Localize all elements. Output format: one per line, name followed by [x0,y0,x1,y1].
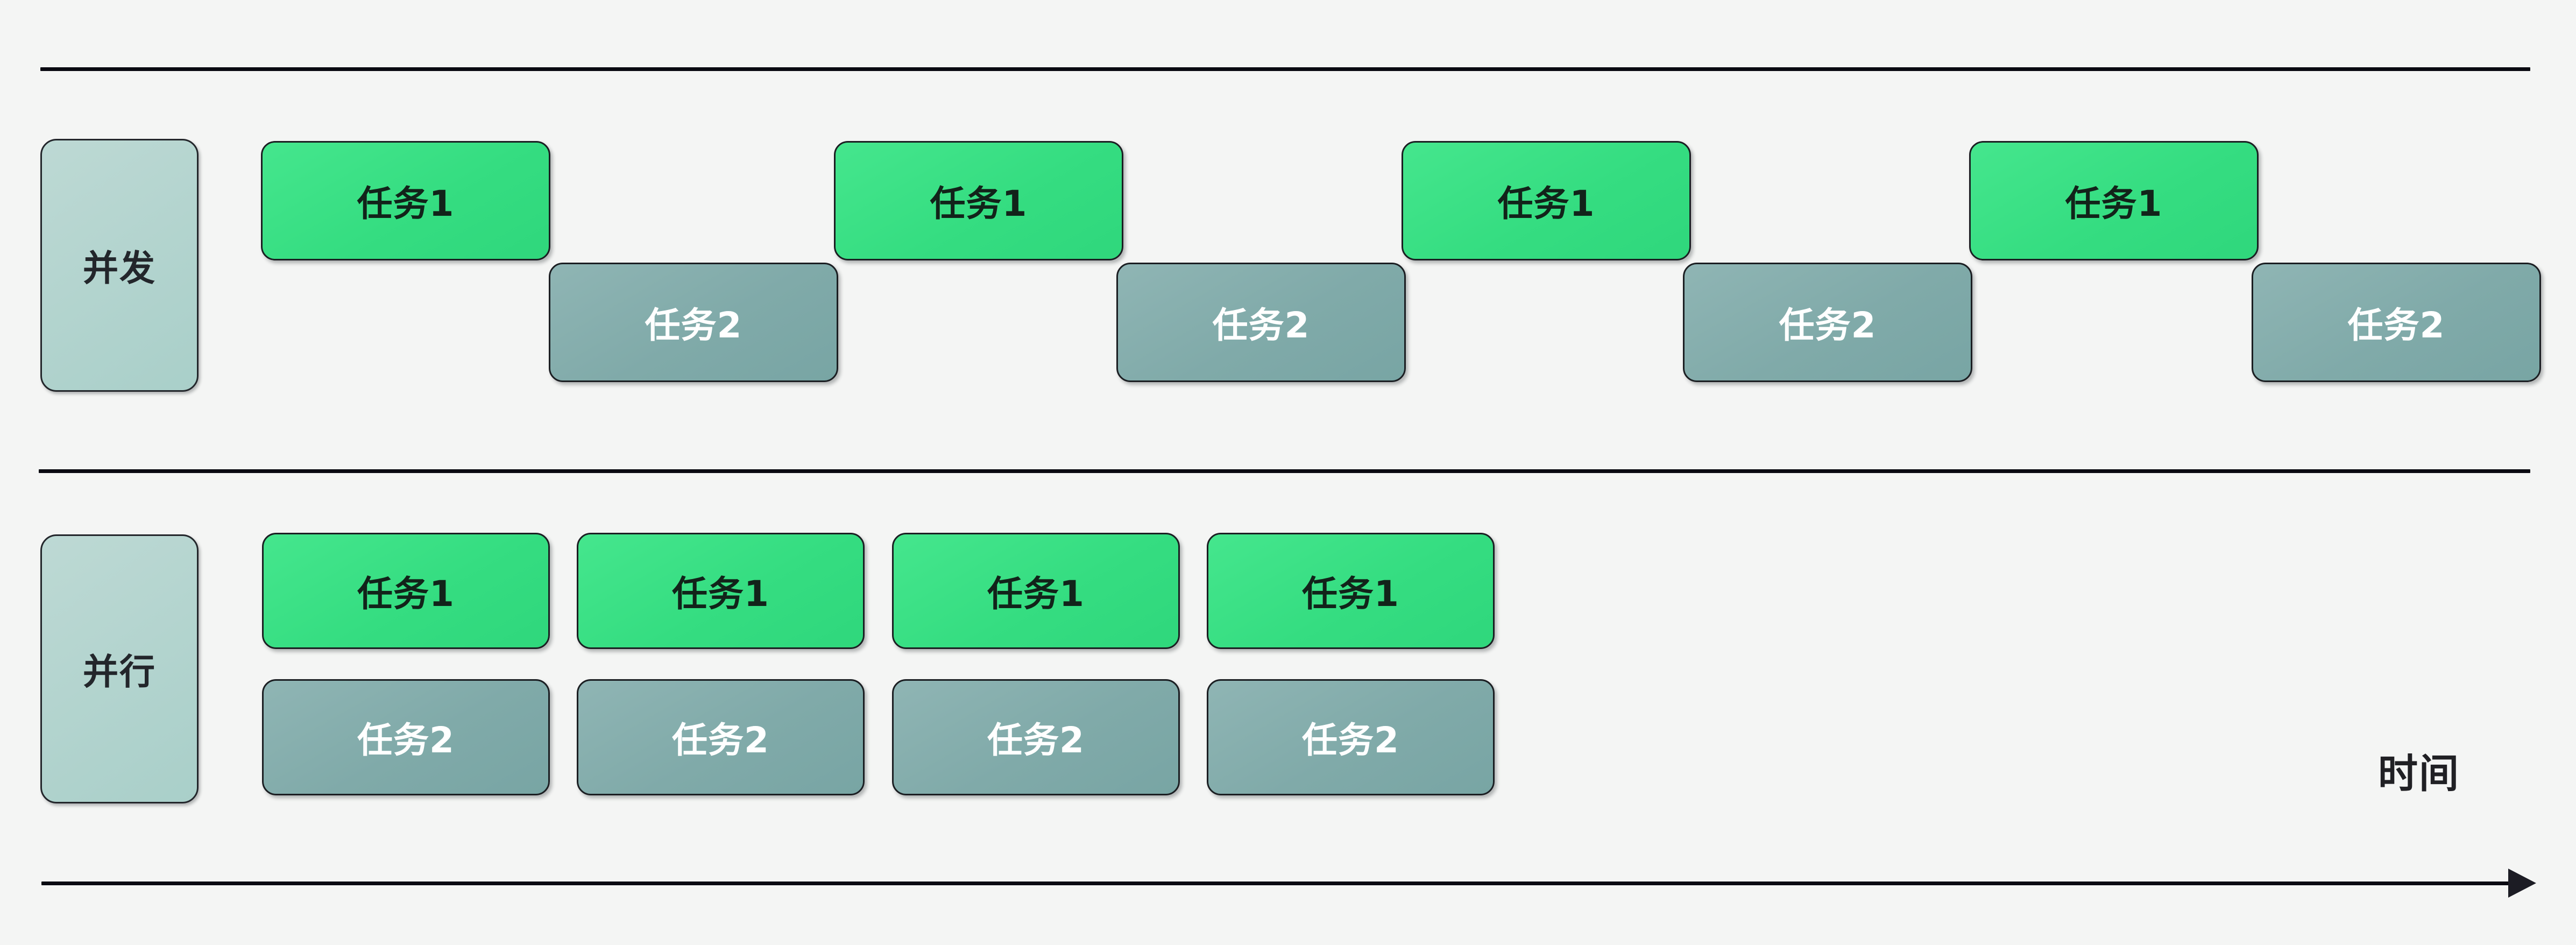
lane-label-concurrent: 并发 [40,139,199,392]
top-divider-rule [40,67,2530,71]
task-block-concurrent-t1-2: 任务1 [834,141,1123,260]
task-block-parallel-t1-1: 任务1 [262,533,550,649]
task-block-parallel-t2-3: 任务2 [892,679,1180,795]
task-block-concurrent-t2-2: 任务2 [1116,263,1406,382]
task-block-concurrent-t2-3: 任务2 [1683,263,1972,382]
task-block-parallel-t2-1: 任务2 [262,679,550,795]
task-block-concurrent-t2-1: 任务2 [549,263,838,382]
task-block-parallel-t1-3: 任务1 [892,533,1180,649]
task-block-concurrent-t2-4: 任务2 [2252,263,2541,382]
middle-divider-rule [39,469,2530,473]
lane-label-parallel: 并行 [40,534,199,803]
task-block-parallel-t1-2: 任务1 [577,533,865,649]
task-block-concurrent-t1-3: 任务1 [1402,141,1691,260]
time-axis-line [41,881,2516,885]
time-axis-caption: 时间 [2378,751,2460,797]
task-block-parallel-t1-4: 任务1 [1207,533,1495,649]
task-block-concurrent-t1-4: 任务1 [1969,141,2259,260]
task-block-parallel-t2-2: 任务2 [577,679,865,795]
task-block-parallel-t2-4: 任务2 [1207,679,1495,795]
task-block-concurrent-t1-1: 任务1 [261,141,550,260]
right-arrow-icon [2508,869,2536,898]
